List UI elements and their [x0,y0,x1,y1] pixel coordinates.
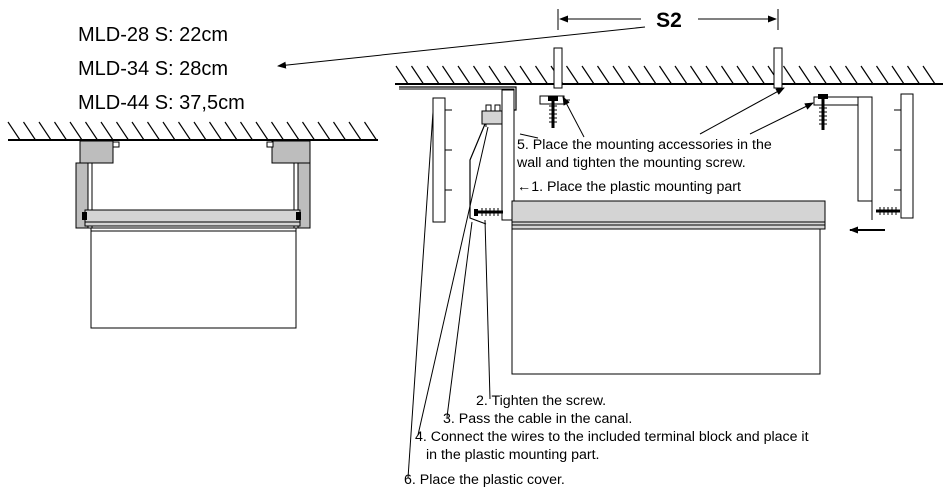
right-luminaire [511,200,826,375]
step5-arrows [519,87,814,139]
s2-label: S2 [656,9,682,32]
hatch-line [286,121,300,141]
step-leader-lines [407,111,491,479]
hatch-line [798,65,812,85]
hatch-line [783,65,796,85]
step5-line2: wall and tighten the mounting screw. [516,155,746,171]
right-bracket [813,94,873,220]
right-side-screw [849,207,900,234]
hatch-line [38,121,52,141]
left-ceiling [7,121,378,141]
hatch-line [209,121,222,141]
model-mld28-text: MLD-28 S: 22cm [78,24,228,46]
hatch-line [643,65,657,85]
hatch-line [473,65,486,85]
hatch-line [674,65,688,85]
hatch-line [100,121,114,141]
hatch-line [302,121,315,141]
hatch-line [922,65,936,85]
hatch-line [162,121,176,141]
hatch-line [566,65,579,85]
hatch-line [85,121,98,141]
hatch-line [659,65,672,85]
hatch-line [845,65,858,85]
hatch-line [240,121,253,141]
right-wall-plate [894,93,914,219]
hatch-line [504,65,517,85]
hatch-line [876,65,889,85]
hatch-line [317,121,331,141]
model-mld34-text: MLD-34 S: 28cm [78,58,228,80]
step1-text: ←1. Place the plastic mounting part [517,179,741,195]
model-mld44-text: MLD-44 S: 37,5cm [78,92,245,114]
mounting-screw-left [548,96,558,128]
hatch-line [255,121,269,141]
hatch-line [224,121,238,141]
mounting-post-right [773,47,783,89]
hatch-line [814,65,827,85]
hatch-line [907,65,920,85]
hatch-line [752,65,765,85]
right-ceiling-hatch [395,65,936,85]
left-ceiling-hatch [7,121,377,141]
hatch-line [348,121,362,141]
mounting-post-left [553,47,563,89]
hatch-line [364,121,377,141]
hatch-line [411,65,424,85]
hatch-line [193,121,207,141]
hatch-line [333,121,346,141]
step4-line2: in the plastic mounting part. [426,447,600,463]
step6-text: 6. Place the plastic cover. [404,472,565,488]
hatch-line [628,65,641,85]
hatch-line [178,121,191,141]
hatch-line [519,65,533,85]
hatch-line [147,121,160,141]
hatch-line [395,65,409,85]
s2-dimension: S2 [557,9,779,32]
hatch-line [612,65,626,85]
hatch-line [736,65,750,85]
hatch-line [131,121,145,141]
hatch-line [271,121,284,141]
hatch-line [597,65,610,85]
hatch-line [426,65,440,85]
hatch-line [535,65,548,85]
hatch-line [7,121,21,141]
plastic-cover [432,97,452,223]
hatch-line [705,65,719,85]
hatch-line [581,65,595,85]
step2-text: 2. Tighten the screw. [476,393,606,409]
hatch-line [116,121,129,141]
left-luminaire [75,140,311,329]
step3-text: 3. Pass the cable in the canal. [443,411,632,427]
hatch-line [721,65,734,85]
step5-line1: 5. Place the mounting accessories in the [517,137,772,153]
tighten-screw [474,208,503,216]
step4-line1: 4. Connect the wires to the included ter… [415,429,809,445]
s2-leader-arrow [277,26,646,69]
hatch-line [829,65,843,85]
hatch-line [457,65,471,85]
hatch-line [23,121,36,141]
right-ceiling [395,65,943,85]
hatch-line [690,65,703,85]
hatch-line [54,121,67,141]
hatch-line [488,65,502,85]
hatch-line [442,65,455,85]
hatch-line [860,65,874,85]
hatch-line [69,121,83,141]
hatch-line [891,65,905,85]
